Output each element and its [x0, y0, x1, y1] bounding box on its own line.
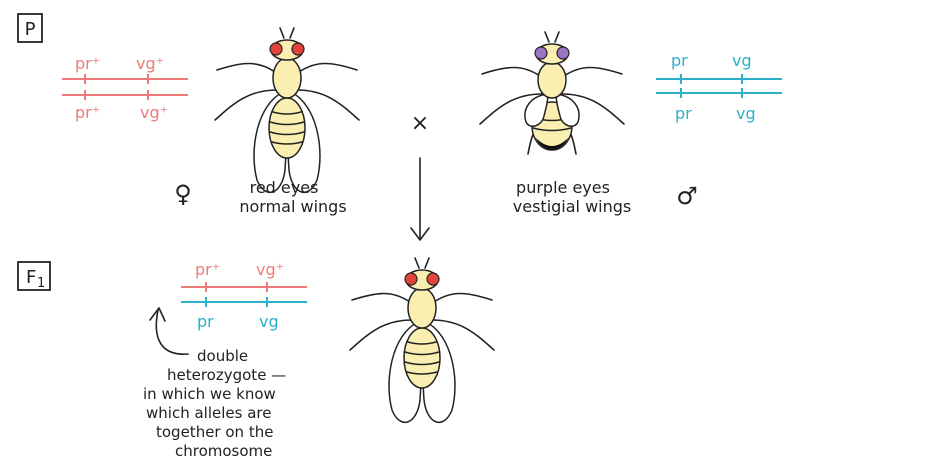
svg-text:F: F [26, 267, 36, 288]
svg-text:in which we know: in which we know [143, 385, 276, 403]
male-allele-vg-top: vg [732, 51, 752, 70]
f1-chromosome-pair: pr⁺ vg⁺ pr vg [181, 260, 307, 331]
female-allele-pr-top: pr⁺ [75, 54, 100, 73]
svg-text:which alleles are: which alleles are [146, 404, 271, 422]
f1-fly [349, 257, 495, 424]
female-symbol: ♀ [174, 180, 192, 208]
male-eye-left [534, 46, 548, 60]
svg-text:chromosome: chromosome [175, 442, 272, 460]
male-trait-eyes: purple eyes [516, 178, 610, 197]
cross-arrow [410, 157, 430, 241]
male-allele-pr-bottom: pr [675, 104, 692, 123]
female-eye-right [291, 42, 305, 56]
cross-symbol: × [411, 111, 429, 136]
f1-eye-right [426, 272, 440, 286]
f1-allele-pr-plus: pr⁺ [195, 260, 220, 279]
female-allele-vg-bottom: vg⁺ [140, 103, 168, 122]
f1-allele-vg: vg [259, 312, 279, 331]
male-chromosome-pair: pr vg pr vg [656, 51, 782, 123]
svg-text:P: P [25, 19, 36, 40]
svg-text:double: double [197, 347, 248, 365]
double-heterozygote-note: double heterozygote — in which we know w… [143, 347, 286, 460]
female-allele-pr-bottom: pr⁺ [75, 103, 100, 122]
parent-generation-label: P [17, 13, 43, 43]
svg-text:1: 1 [37, 276, 45, 291]
note-pointer-arrow [149, 307, 189, 355]
male-symbol: ♂ [676, 182, 698, 210]
svg-text:together on the: together on the [156, 423, 273, 441]
male-allele-vg-bottom: vg [736, 104, 756, 123]
male-allele-pr-top: pr [671, 51, 688, 70]
female-trait-eyes: red eyes [250, 178, 319, 197]
female-chromosome-pair: pr⁺ vg⁺ pr⁺ vg⁺ [62, 54, 188, 122]
male-fly [479, 31, 625, 155]
female-trait-wings: normal wings [239, 197, 346, 216]
female-allele-vg-top: vg⁺ [136, 54, 164, 73]
svg-text:heterozygote —: heterozygote — [167, 366, 286, 384]
f1-generation-label: F 1 [17, 261, 51, 291]
female-fly [214, 27, 360, 194]
male-eye-right [556, 46, 570, 60]
f1-allele-vg-plus: vg⁺ [256, 260, 284, 279]
male-trait-wings: vestigial wings [513, 197, 631, 216]
f1-eye-left [404, 272, 418, 286]
female-eye-left [269, 42, 283, 56]
f1-allele-pr: pr [197, 312, 214, 331]
